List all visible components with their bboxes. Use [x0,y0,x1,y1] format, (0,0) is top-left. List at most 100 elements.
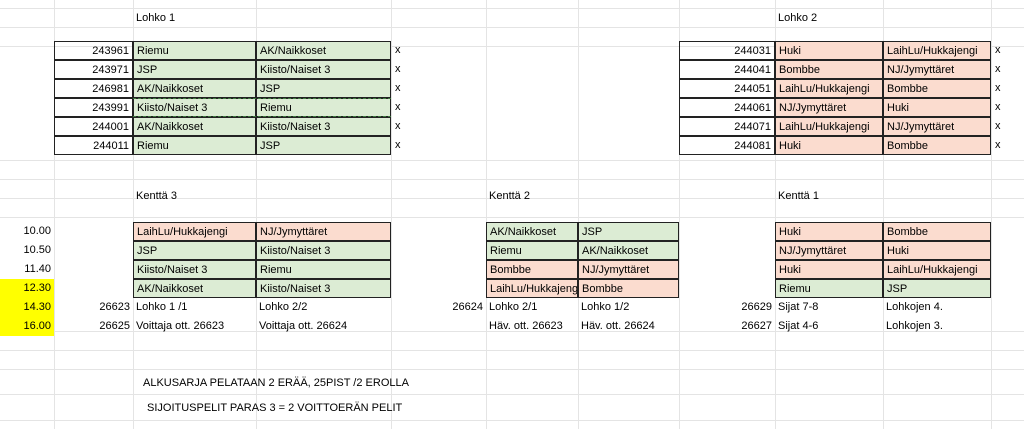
table-cell[interactable]: Lohko 1 /1 [136,301,188,313]
selection-marquee [133,116,391,117]
table-cell[interactable]: Huki [883,241,991,260]
table-cell[interactable]: JSP [133,241,256,260]
table-cell[interactable]: AK/Naikkoset [133,117,256,136]
table-cell[interactable]: JSP [256,136,391,155]
table-cell[interactable]: 243971 [54,60,133,79]
table-cell[interactable]: Riemu [133,136,256,155]
table-cell[interactable]: Sijat 4-6 [778,320,819,332]
table-cell[interactable]: Sijat 7-8 [778,301,819,313]
table-cell[interactable]: Lohkojen 4. [886,301,943,313]
table-cell[interactable]: NJ/Jymyttäret [578,260,679,279]
table-cell[interactable]: x [395,44,401,56]
table-cell[interactable]: NJ/Jymyttäret [883,60,991,79]
table-cell[interactable]: LaihLu/Hukkajengi [486,279,578,298]
table-cell[interactable]: 244041 [679,60,775,79]
table-cell[interactable]: 246981 [54,79,133,98]
table-cell[interactable]: Bombbe [486,260,578,279]
table-cell[interactable]: Kiisto/Naiset 3 [256,117,391,136]
table-cell[interactable]: 244061 [679,98,775,117]
table-cell[interactable]: x [995,44,1001,56]
table-cell[interactable]: 244081 [679,136,775,155]
table-cell[interactable]: 244031 [679,41,775,60]
table-cell[interactable]: 26623 [99,301,130,313]
table-cell[interactable]: Lohkojen 3. [886,320,943,332]
time-cell[interactable]: 16.00 [0,317,54,336]
table-cell[interactable]: Bombbe [775,60,883,79]
table-cell[interactable]: x [395,139,401,151]
table-cell[interactable]: x [395,101,401,113]
table-cell[interactable]: x [995,63,1001,75]
table-cell[interactable]: Huki [883,98,991,117]
table-cell[interactable]: Riemu [256,260,391,279]
table-cell[interactable]: Huki [775,41,883,60]
table-cell[interactable]: Häv. ott. 26623 [489,320,563,332]
table-cell[interactable]: Bombbe [578,279,679,298]
table-cell[interactable]: 26629 [741,301,772,313]
table-cell[interactable]: Riemu [486,241,578,260]
table-cell[interactable]: AK/Naikkoset [578,241,679,260]
time-cell[interactable]: 10.00 [23,225,51,237]
table-cell[interactable]: JSP [256,79,391,98]
table-cell[interactable]: LaihLu/Hukkajengi [883,260,991,279]
table-cell[interactable]: Kiisto/Naiset 3 [256,241,391,260]
table-cell[interactable]: Riemu [133,41,256,60]
table-cell[interactable]: Lohko 1/2 [581,301,630,313]
table-cell[interactable]: NJ/Jymyttäret [775,241,883,260]
lohko1-title: Lohko 1 [136,12,176,24]
note-line-2: SIJOITUSPELIT PARAS 3 = 2 VOITTOERÄN PEL… [147,402,403,414]
table-cell[interactable]: 244001 [54,117,133,136]
table-cell[interactable]: Huki [775,222,883,241]
table-cell[interactable]: 244051 [679,79,775,98]
table-cell[interactable]: Riemu [775,279,883,298]
table-cell[interactable]: Häv. ott. 26624 [581,320,655,332]
table-cell[interactable]: JSP [578,222,679,241]
table-cell[interactable]: Kiisto/Naiset 3 [256,60,391,79]
table-cell[interactable]: Kiisto/Naiset 3 [256,279,391,298]
table-cell[interactable]: Voittaja ott. 26624 [259,320,348,332]
table-cell[interactable]: 26625 [99,320,130,332]
table-cell[interactable]: 244071 [679,117,775,136]
table-cell[interactable]: AK/Naikkoset [486,222,578,241]
table-cell[interactable]: AK/Naikkoset [256,41,391,60]
table-cell[interactable]: x [995,101,1001,113]
table-cell[interactable]: NJ/Jymyttäret [256,222,391,241]
table-cell[interactable]: 244011 [54,136,133,155]
table-cell[interactable]: x [995,120,1001,132]
table-cell[interactable]: Huki [775,260,883,279]
table-cell[interactable]: JSP [883,279,991,298]
time-cell[interactable]: 14.30 [0,298,54,317]
table-cell[interactable]: Kiisto/Naiset 3 [133,260,256,279]
table-cell[interactable]: 243961 [54,41,133,60]
kentta2-title: Kenttä 2 [489,190,530,202]
table-cell[interactable]: x [995,82,1001,94]
table-cell[interactable]: LaihLu/Hukkajengi [775,79,883,98]
table-cell[interactable]: LaihLu/Hukkajengi [133,222,256,241]
table-cell[interactable]: Voittaja ott. 26623 [136,320,225,332]
table-cell[interactable]: Lohko 2/2 [259,301,308,313]
table-cell[interactable]: Bombbe [883,136,991,155]
lohko2-title: Lohko 2 [778,12,818,24]
table-cell[interactable]: Riemu [256,98,391,117]
table-cell[interactable]: 26624 [452,301,483,313]
table-cell[interactable]: AK/Naikkoset [133,279,256,298]
table-cell[interactable]: x [395,63,401,75]
table-cell[interactable]: x [395,82,401,94]
table-cell[interactable]: LaihLu/Hukkajengi [775,117,883,136]
table-cell[interactable]: x [995,139,1001,151]
table-cell[interactable]: Lohko 2/1 [489,301,538,313]
table-cell[interactable]: AK/Naikkoset [133,79,256,98]
table-cell[interactable]: Kiisto/Naiset 3 [133,98,256,117]
table-cell[interactable]: NJ/Jymyttäret [883,117,991,136]
table-cell[interactable]: LaihLu/Hukkajengi [883,41,991,60]
table-cell[interactable]: x [395,120,401,132]
time-cell[interactable]: 11.40 [24,263,51,275]
table-cell[interactable]: 243991 [54,98,133,117]
time-cell[interactable]: 10.50 [23,244,51,256]
table-cell[interactable]: Bombbe [883,79,991,98]
time-cell[interactable]: 12.30 [0,279,54,298]
table-cell[interactable]: Huki [775,136,883,155]
table-cell[interactable]: Bombbe [883,222,991,241]
table-cell[interactable]: JSP [133,60,256,79]
table-cell[interactable]: NJ/Jymyttäret [775,98,883,117]
table-cell[interactable]: 26627 [741,320,772,332]
